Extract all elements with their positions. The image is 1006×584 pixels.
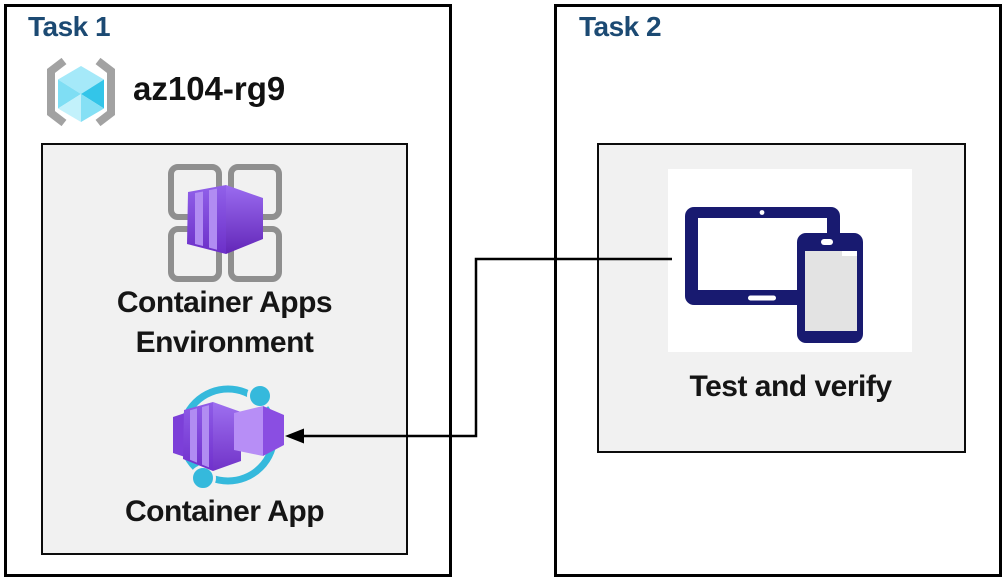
task2-title: Task 2 bbox=[579, 11, 662, 42]
task1-title: Task 1 bbox=[28, 11, 111, 42]
container-app-icon bbox=[173, 383, 284, 491]
container-app-label: Container App bbox=[124, 495, 325, 528]
devices-icon-background bbox=[668, 169, 912, 352]
resource-group-icon bbox=[47, 57, 115, 127]
test-and-verify-label: Test and verify bbox=[689, 370, 892, 403]
tablet-and-phone-icon bbox=[685, 207, 863, 343]
container-apps-environment-icon bbox=[168, 164, 282, 282]
phone-screen bbox=[805, 251, 857, 331]
resource-group-name: az104-rg9 bbox=[133, 70, 286, 107]
phone-speaker bbox=[821, 239, 833, 245]
cyan-node-dot bbox=[247, 383, 273, 409]
environment-label-line1: Container Apps bbox=[116, 286, 333, 319]
container-apps-environment-label: Container Apps Environment bbox=[41, 283, 408, 363]
tablet-home-bar bbox=[748, 295, 776, 301]
environment-label-line2: Environment bbox=[135, 326, 314, 359]
tablet-camera-dot bbox=[759, 210, 765, 215]
